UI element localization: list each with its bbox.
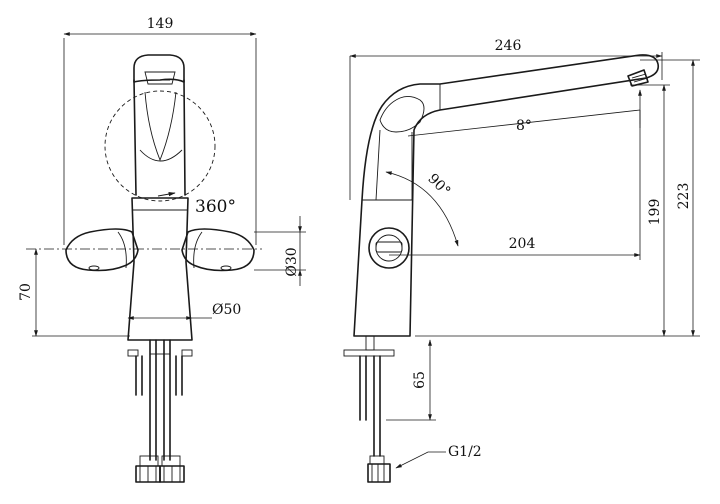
swivel-arc [385,171,459,247]
total-width-label: 246 [495,38,522,54]
right-handle [181,228,255,272]
handle-diameter-label: Ø30 [284,247,300,276]
side-connector [367,463,391,483]
front-spout-neck [133,79,186,196]
thread-label: G1/2 [448,444,482,460]
swivel-angle-label: 90° [424,171,453,200]
handle-height-label: 70 [18,283,34,301]
side-view: 246 223 199 8° 90° 204 [343,38,700,483]
left-handle [65,228,139,272]
shank-length-label: 65 [412,371,428,389]
base-diameter-label: Ø50 [212,302,241,318]
front-body [127,197,193,341]
aerator [627,69,649,87]
side-fastener [359,355,367,421]
front-connector-right [159,465,185,483]
front-hose-right [163,339,171,461]
rotation-circle [104,90,216,202]
front-width-label: 149 [147,16,174,32]
front-spout-head [133,54,185,83]
front-hose-left [149,339,157,461]
front-fastener-left [135,355,143,396]
rotation-label: 360° [195,197,236,217]
front-view: 149 360° Ø30 70 [18,16,306,483]
spout-height-label: 199 [647,199,663,226]
front-fastener-right [175,355,183,396]
side-hose [373,355,381,457]
spout-angle-label: 8° [516,118,532,134]
side-handle-knob [368,227,410,269]
total-height-label: 223 [676,183,692,210]
side-spout [353,54,660,337]
spout-reach-label: 204 [509,236,536,252]
